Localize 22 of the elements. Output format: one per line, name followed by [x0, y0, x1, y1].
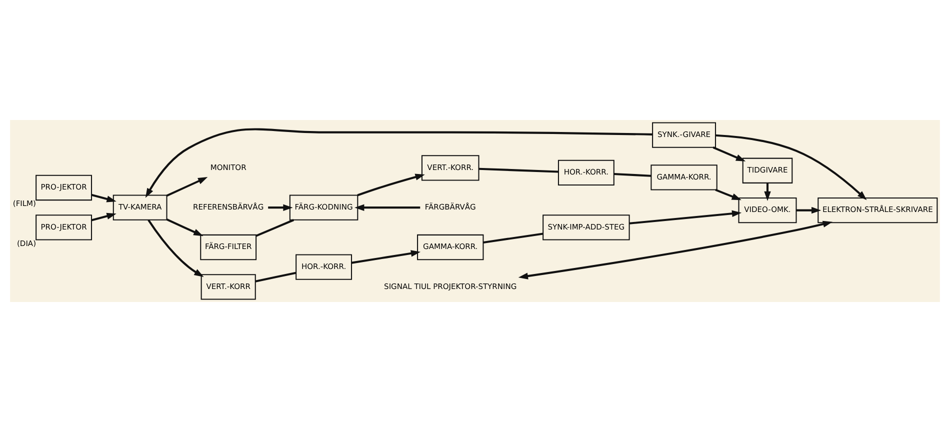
arrow [354, 204, 420, 210]
arrow [356, 173, 424, 196]
arrow [764, 182, 770, 201]
arrow [90, 193, 116, 202]
arrow [268, 204, 292, 210]
arrow [350, 250, 420, 264]
connector [482, 232, 543, 244]
connector [254, 271, 296, 282]
arrow [147, 218, 204, 276]
arrow [166, 218, 203, 236]
arrow [144, 128, 652, 198]
arrow [166, 176, 208, 196]
arrow [518, 220, 832, 279]
arrow [712, 146, 746, 161]
connector [255, 218, 294, 236]
connector [613, 172, 651, 176]
arrow [714, 188, 741, 200]
arrow [628, 210, 742, 224]
arrow [796, 206, 821, 214]
arrow [715, 134, 866, 200]
connector [478, 167, 558, 172]
arrow [90, 212, 116, 221]
